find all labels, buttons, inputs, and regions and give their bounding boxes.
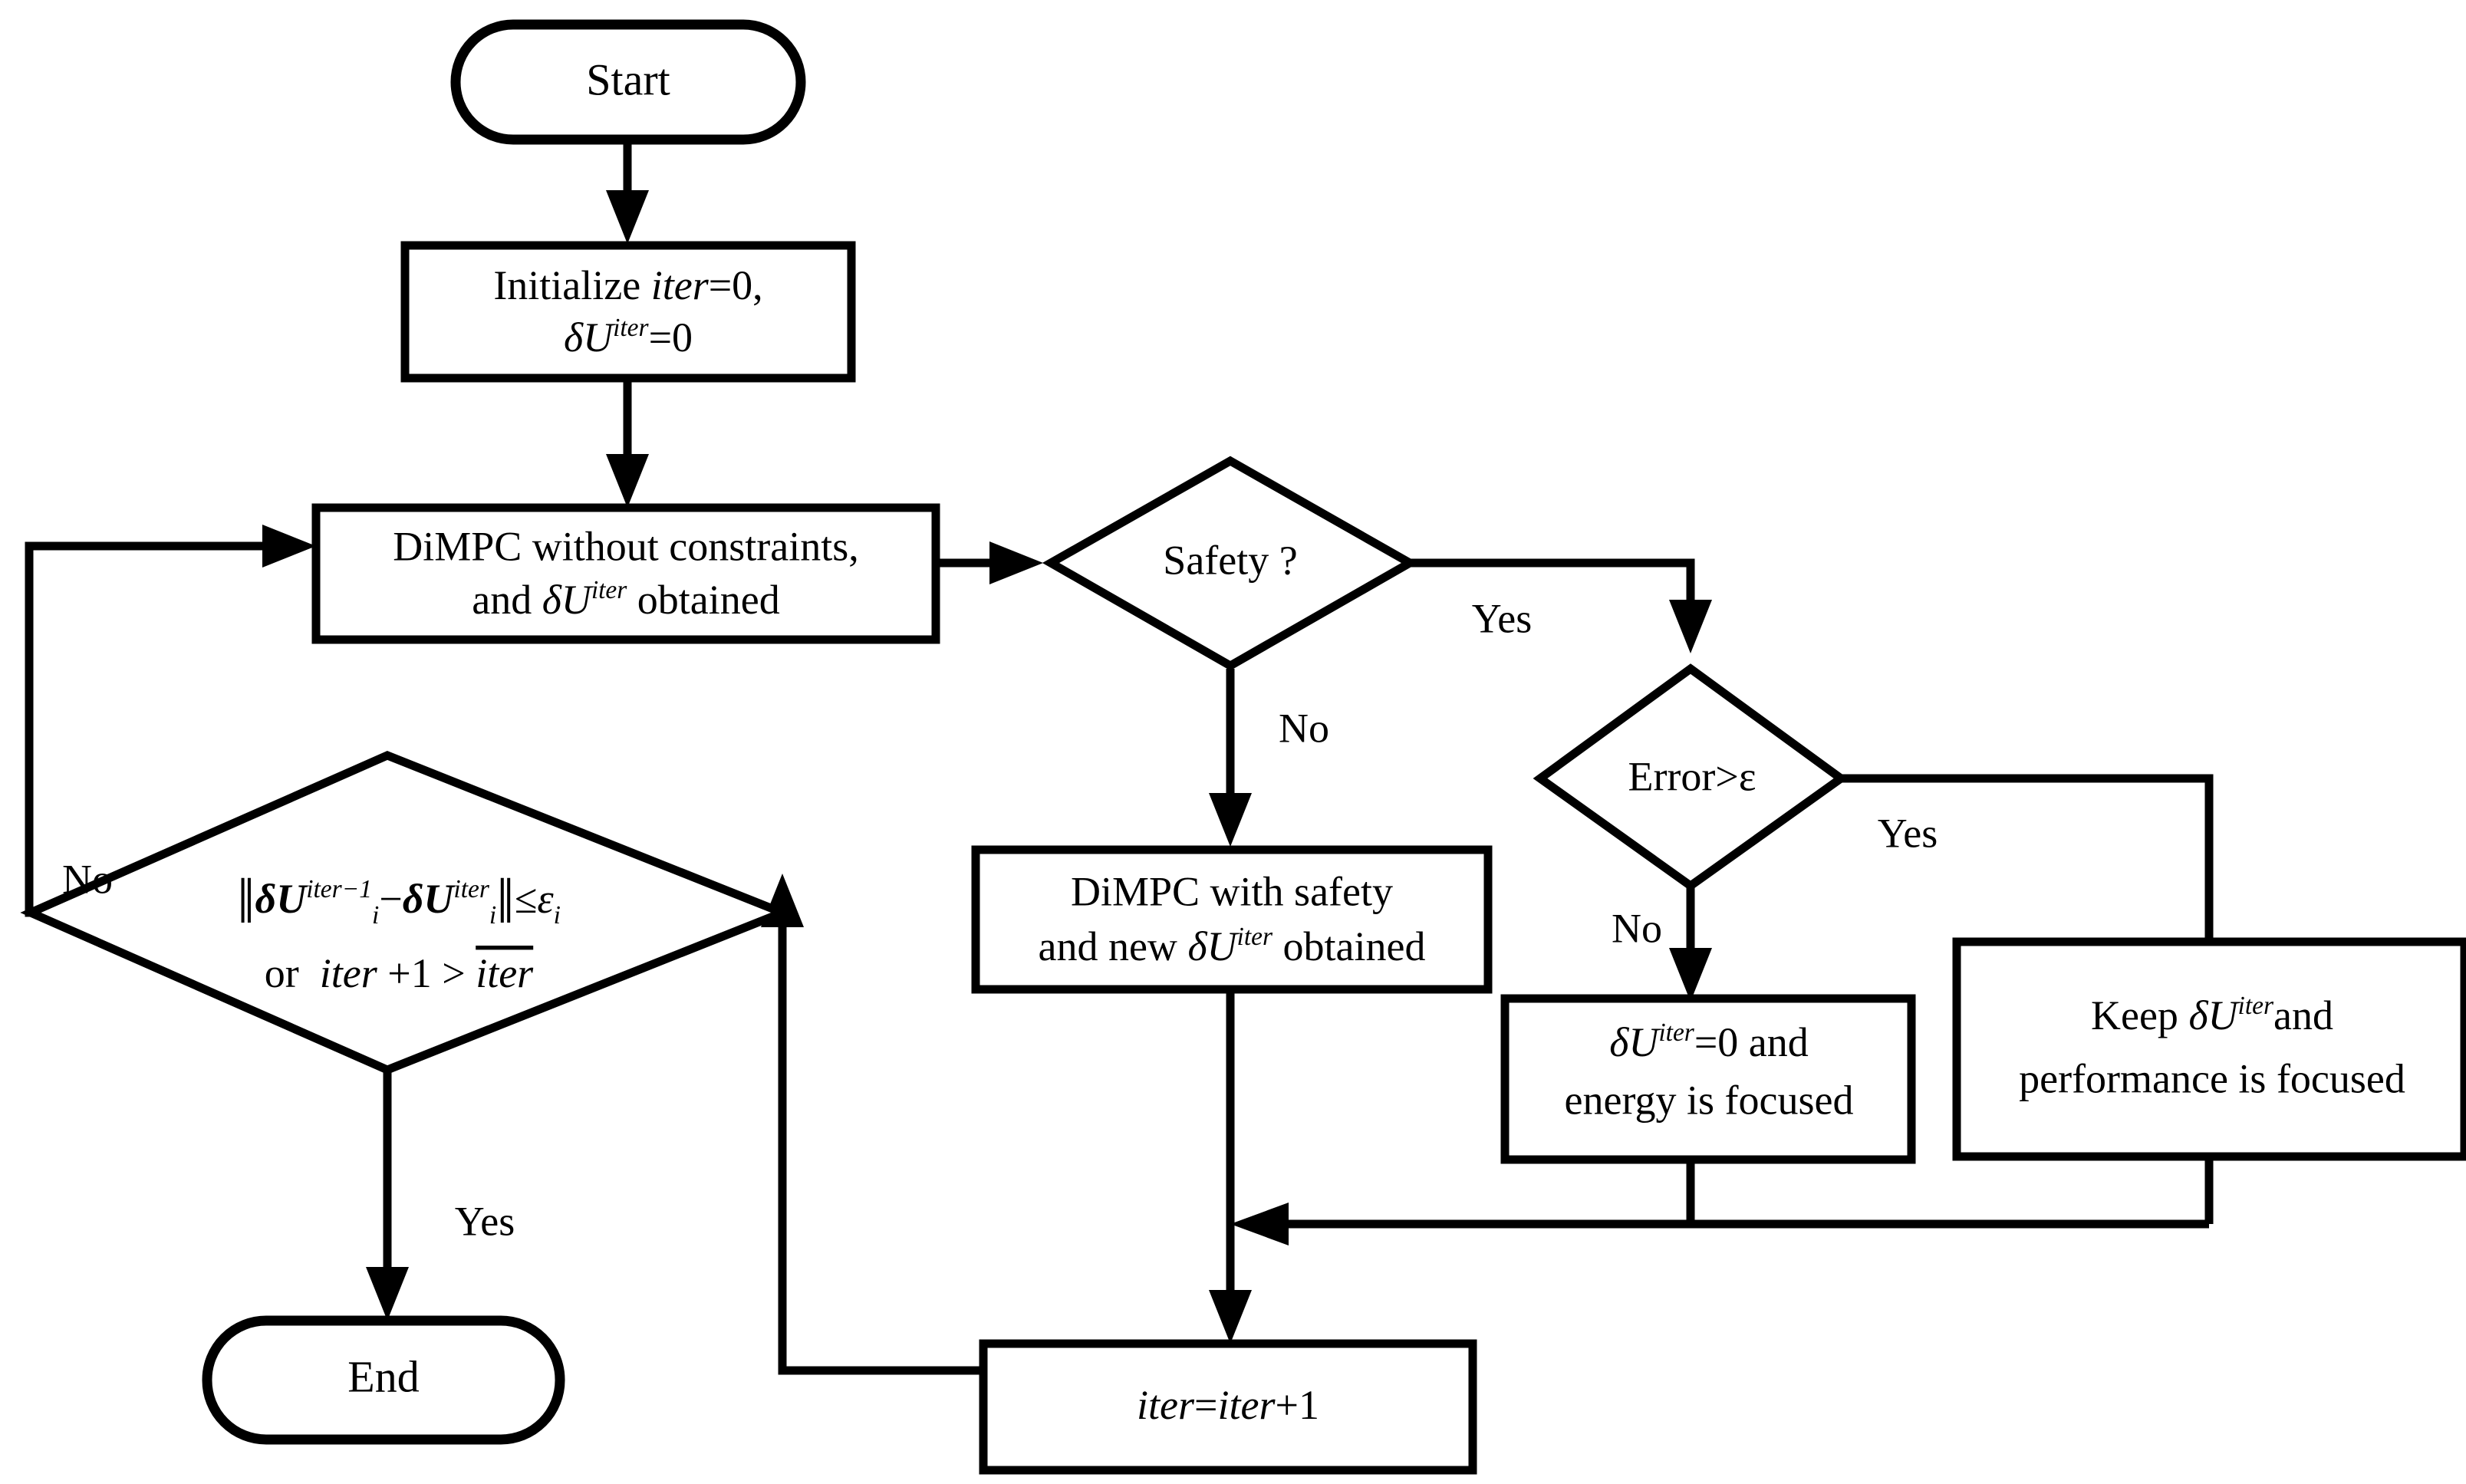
edge-label-convergence-yes: Yes bbox=[455, 1198, 515, 1244]
edge-safety-no-to-dimpc-safety bbox=[1209, 669, 1252, 847]
edge-label-error-no: No bbox=[1612, 905, 1662, 951]
node-dimpc-safety-line2: and new δUiter obtained bbox=[1039, 923, 1426, 970]
node-iter-update[interactable]: iter=iter+1 bbox=[979, 1339, 1477, 1475]
node-start[interactable]: Start bbox=[450, 19, 806, 145]
node-convergence-line1: ‖δUiter−1i−δUiteri‖≤εi bbox=[237, 866, 561, 937]
node-error-decision[interactable]: Error>ε bbox=[1533, 663, 1849, 891]
node-safety-decision[interactable]: Safety ? bbox=[1042, 456, 1419, 671]
edge-dimpc-to-safety bbox=[936, 541, 1043, 584]
node-safety-label: Safety ? bbox=[1163, 537, 1297, 583]
edge-merge-to-iter-trunk bbox=[1230, 1203, 2209, 1245]
node-dimpc-line1: DiMPC without constraints, bbox=[393, 523, 859, 569]
edge-convergence-yes-to-end bbox=[366, 1070, 409, 1321]
node-start-label: Start bbox=[586, 54, 670, 104]
edge-start-to-initialize bbox=[606, 140, 649, 244]
node-dimpc-without-constraints[interactable]: DiMPC without constraints, and δUiter ob… bbox=[311, 503, 940, 644]
node-end[interactable]: End bbox=[202, 1315, 565, 1445]
node-dimpc-safety-line1: DiMPC with safety bbox=[1071, 868, 1393, 914]
node-performance-line2: performance is focused bbox=[2019, 1055, 2405, 1101]
edge-iter-to-convergence bbox=[761, 874, 983, 1375]
edge-safety-yes-to-error bbox=[1410, 558, 1712, 653]
node-initialize[interactable]: Initialize iter=0, δUiter=0 bbox=[400, 241, 856, 383]
edge-label-convergence-no: No bbox=[62, 856, 113, 902]
node-initialize-line1: Initialize iter=0, bbox=[493, 262, 762, 308]
node-iter-update-label: iter=iter+1 bbox=[1137, 1382, 1319, 1428]
node-performance-focused[interactable]: Keep δUiterand performance is focused bbox=[1952, 937, 2466, 1161]
node-dimpc-with-safety[interactable]: DiMPC with safety and new δUiter obtaine… bbox=[971, 845, 1493, 994]
node-convergence-decision[interactable]: ‖δUiter−1i−δUiteri‖≤εi or iter +1 > iter bbox=[20, 751, 794, 1074]
node-energy-focused[interactable]: δUiter=0 and energy is focused bbox=[1500, 994, 1916, 1164]
node-end-label: End bbox=[347, 1351, 419, 1401]
node-performance-line1: Keep δUiterand bbox=[2091, 992, 2333, 1039]
edge-label-safety-no: No bbox=[1279, 705, 1329, 751]
edge-label-safety-yes: Yes bbox=[1472, 595, 1533, 641]
node-initialize-line2: δUiter=0 bbox=[564, 314, 693, 361]
edge-error-yes-to-performance bbox=[1841, 774, 2214, 942]
node-error-label: Error>ε bbox=[1628, 753, 1756, 799]
node-energy-line1: δUiter=0 and bbox=[1609, 1018, 1809, 1066]
node-convergence-line2: or iter +1 > iter bbox=[265, 950, 534, 996]
edge-error-no-to-energy bbox=[1669, 887, 1712, 1002]
edge-initialize-to-dimpc bbox=[606, 378, 649, 508]
edge-label-error-yes: Yes bbox=[1878, 810, 1938, 856]
node-energy-line2: energy is focused bbox=[1565, 1077, 1854, 1123]
node-dimpc-line2: and δUiter obtained bbox=[472, 576, 780, 624]
edge-dimpc-safety-to-iter bbox=[1209, 989, 1252, 1344]
